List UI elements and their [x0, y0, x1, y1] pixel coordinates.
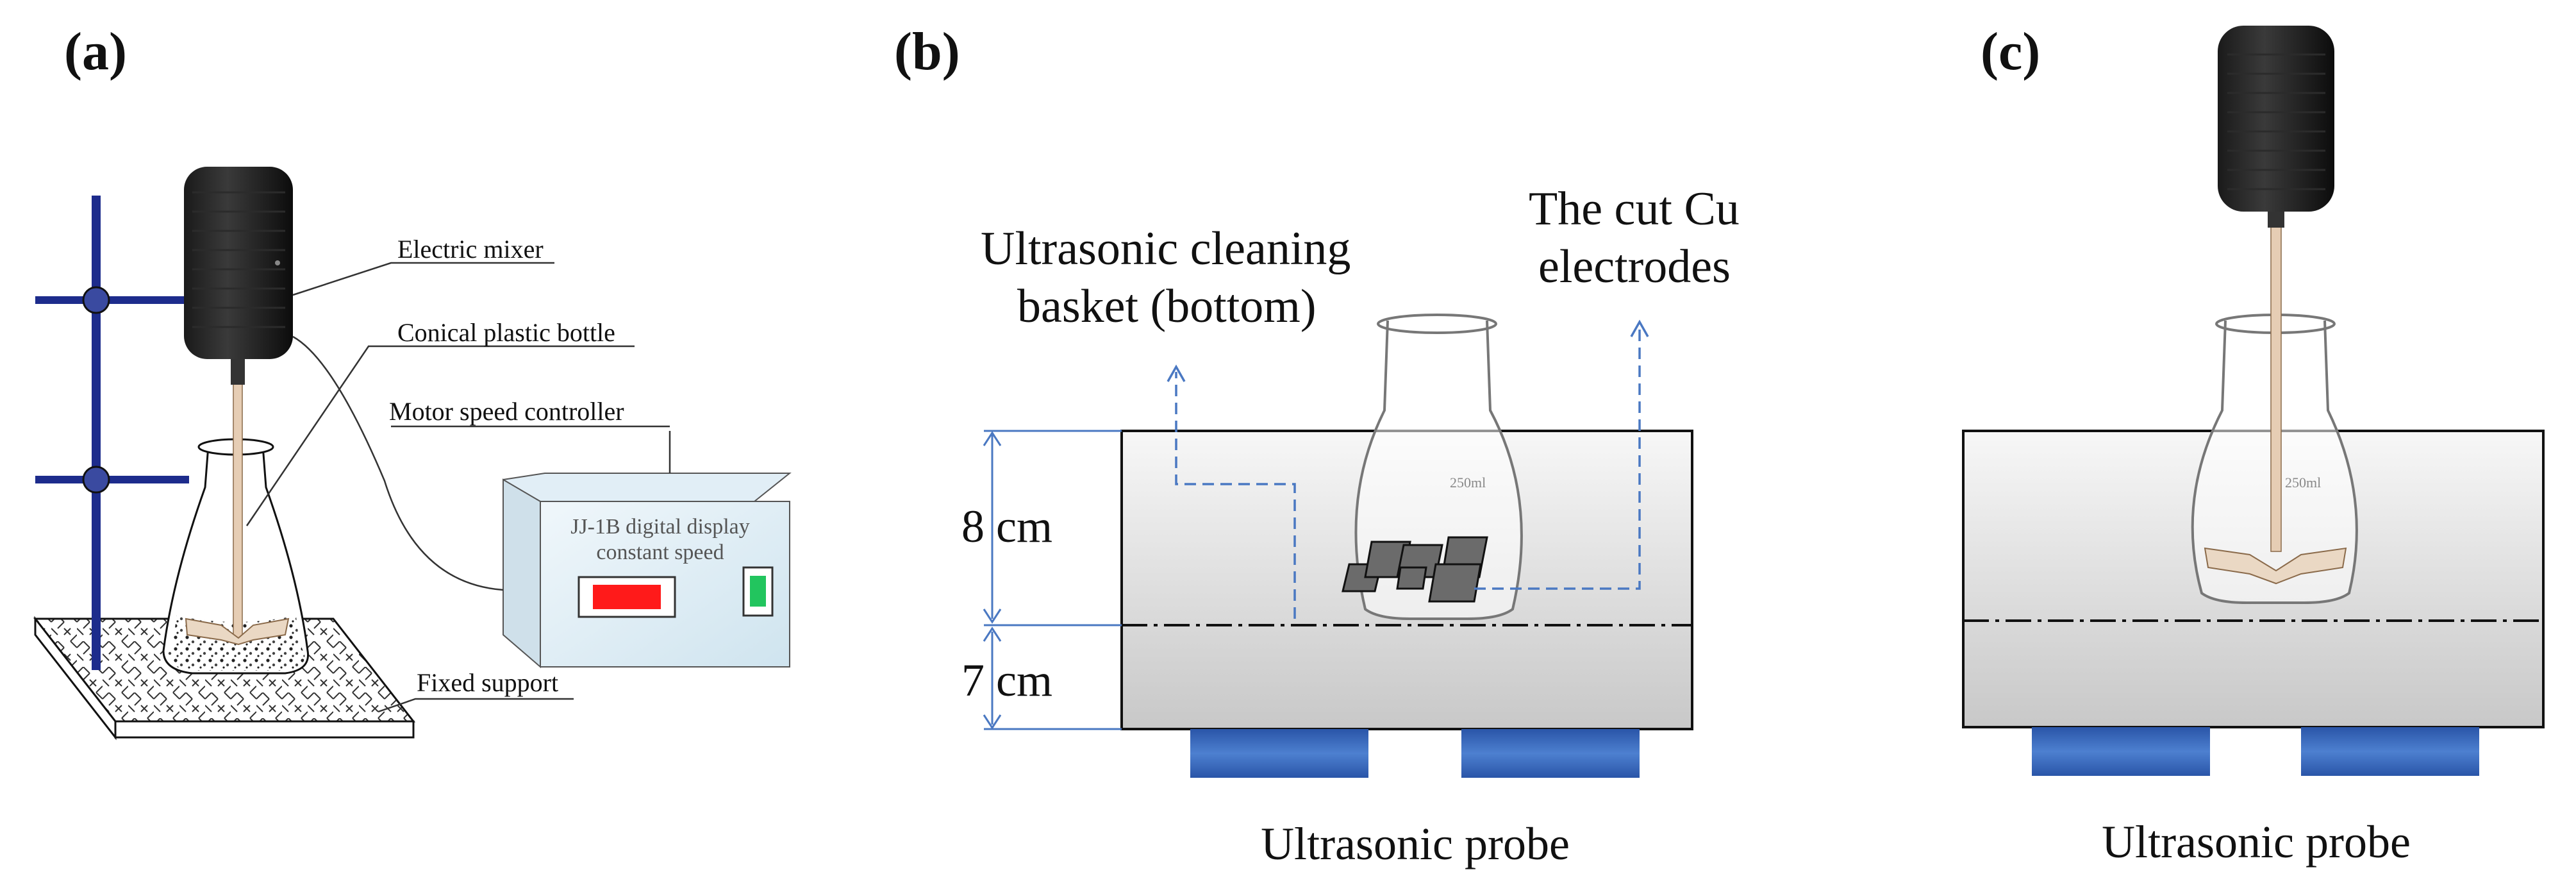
controller-text-line1: JJ-1B digital display [570, 515, 750, 539]
support-frame [35, 196, 189, 670]
cu-electrodes [1342, 536, 1488, 603]
dim-upper-label: 8 cm [961, 501, 1052, 552]
dimension-lines [983, 430, 1122, 730]
probe-left [1190, 729, 1368, 778]
flask-b-mark: 250ml [1450, 474, 1486, 491]
basket-label-line1: Ultrasonic cleaning [981, 222, 1350, 275]
probe-label-b: Ultrasonic probe [1261, 818, 1570, 869]
controller-text-line2: constant speed [596, 541, 724, 564]
probe-label-c: Ultrasonic probe [2102, 816, 2411, 868]
panel-c: (c) 250ml Ultrasonic probe [1962, 22, 2545, 868]
dashed-leaders [1175, 327, 1641, 619]
dim-lower-label: 7 cm [961, 655, 1052, 706]
panel-b: (b) 250ml Ultrasonic cleaning [894, 22, 1740, 869]
electrodes-label-line2: electrodes [1538, 240, 1731, 293]
impeller-c [2204, 217, 2347, 585]
panel-a-label: (a) [64, 22, 127, 81]
power-switch [750, 576, 766, 607]
electric-mixer-c [2218, 26, 2334, 228]
electric-mixer-label: Electric mixer [397, 235, 544, 264]
electric-mixer [184, 167, 293, 385]
arrow-head-electrodes [1630, 319, 1649, 337]
basket-label-line2: basket (bottom) [1017, 280, 1317, 333]
panel-b-label: (b) [894, 22, 960, 81]
speed-display [593, 585, 661, 609]
panel-c-label: (c) [1981, 22, 2040, 81]
probe-left-c [2032, 727, 2210, 776]
electrodes-label-line1: The cut Cu [1529, 183, 1740, 235]
panel-a: (a) [33, 22, 792, 741]
support-label: Fixed support [417, 668, 558, 697]
motor-speed-controller: JJ-1B digital display constant speed [502, 468, 792, 669]
bottle-label: Conical plastic bottle [397, 318, 615, 347]
controller-label: Motor speed controller [389, 397, 624, 426]
probe-right [1461, 729, 1640, 778]
flask-c-mark: 250ml [2285, 474, 2321, 491]
arrow-head-basket [1167, 364, 1186, 382]
probe-right-c [2301, 727, 2479, 776]
leader-lines [245, 262, 671, 713]
